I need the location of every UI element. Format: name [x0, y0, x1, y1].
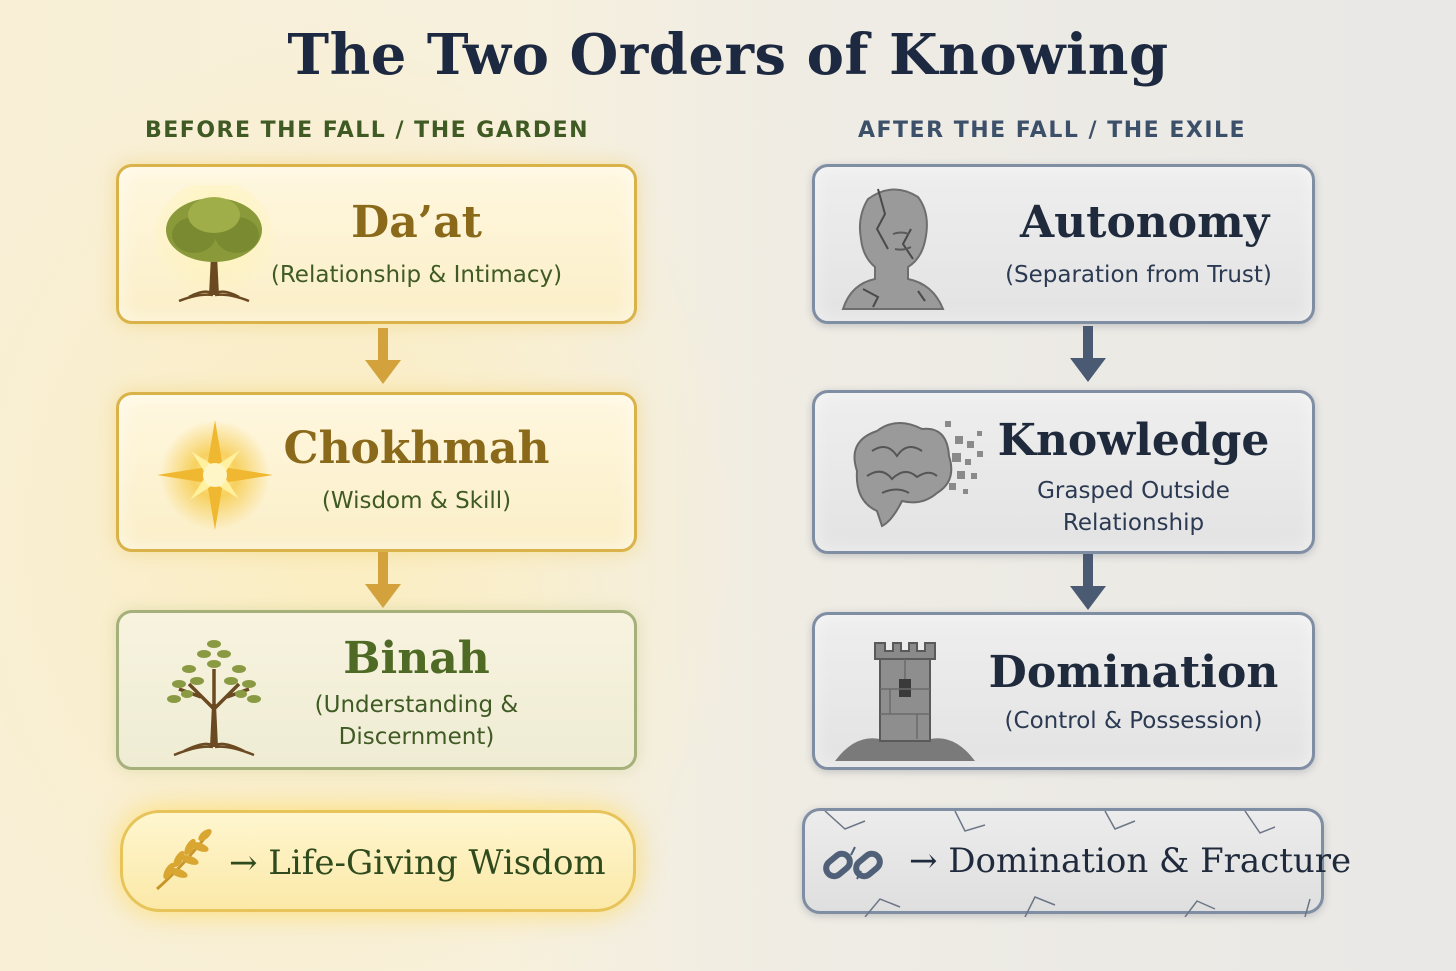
olive-tree-icon [167, 640, 261, 757]
knowledge-title: Knowledge [997, 415, 1270, 466]
arrow-down-icon [1070, 554, 1106, 610]
life-giving-wisdom-label: → Life-Giving Wisdom [229, 843, 606, 883]
laurel-branch-icon [156, 829, 212, 891]
autonomy-subtitle: (Separation from Trust) [1005, 262, 1272, 288]
cracks-overlay [824, 811, 1311, 917]
binah-box: Binah (Understanding & Discernment) [116, 610, 637, 770]
knowledge-subtitle-line2: Relationship [1062, 510, 1205, 536]
binah-title: Binah [343, 633, 490, 684]
domination-box: Domination (Control & Possession) [812, 612, 1315, 770]
binah-subtitle-line1: (Understanding & [314, 692, 519, 718]
arrow-down-icon [365, 552, 401, 608]
domination-fracture-label: → Domination & Fracture [909, 841, 1352, 881]
knowledge-box: Knowledge Grasped Outside Relationship [812, 390, 1315, 554]
binah-subtitle-line2: Discernment) [338, 724, 495, 750]
arrow-down-icon [1070, 326, 1106, 382]
domination-subtitle: (Control & Possession) [1004, 708, 1263, 734]
tower-icon [835, 642, 975, 761]
domination-fracture-outcome: → Domination & Fracture [802, 808, 1351, 917]
autonomy-box: Autonomy (Separation from Trust) [812, 164, 1315, 324]
autonomy-title: Autonomy [1020, 197, 1270, 248]
chokhmah-box: Chokhmah (Wisdom & Skill) [116, 392, 637, 552]
page-title: The Two Orders of Knowing [287, 22, 1169, 88]
domination-title: Domination [988, 647, 1279, 698]
star-icon [157, 420, 273, 530]
chokhmah-title: Chokhmah [283, 423, 550, 474]
left-column-heading: BEFORE THE FALL / THE GARDEN [145, 118, 590, 143]
knowledge-subtitle-line1: Grasped Outside [1037, 478, 1230, 504]
broken-chain-icon [823, 846, 883, 880]
chokhmah-subtitle: (Wisdom & Skill) [321, 488, 512, 514]
arrow-down-icon [365, 328, 401, 384]
cracked-head-icon [841, 188, 945, 310]
daat-box: Da’at (Relationship & Intimacy) [116, 164, 637, 324]
tree-icon [154, 185, 274, 303]
disintegrating-brain-icon [853, 421, 983, 528]
daat-title: Da’at [351, 197, 482, 248]
right-column-heading: AFTER THE FALL / THE EXILE [858, 118, 1247, 143]
life-giving-wisdom-outcome: → Life-Giving Wisdom [120, 810, 636, 912]
daat-subtitle: (Relationship & Intimacy) [270, 262, 563, 288]
